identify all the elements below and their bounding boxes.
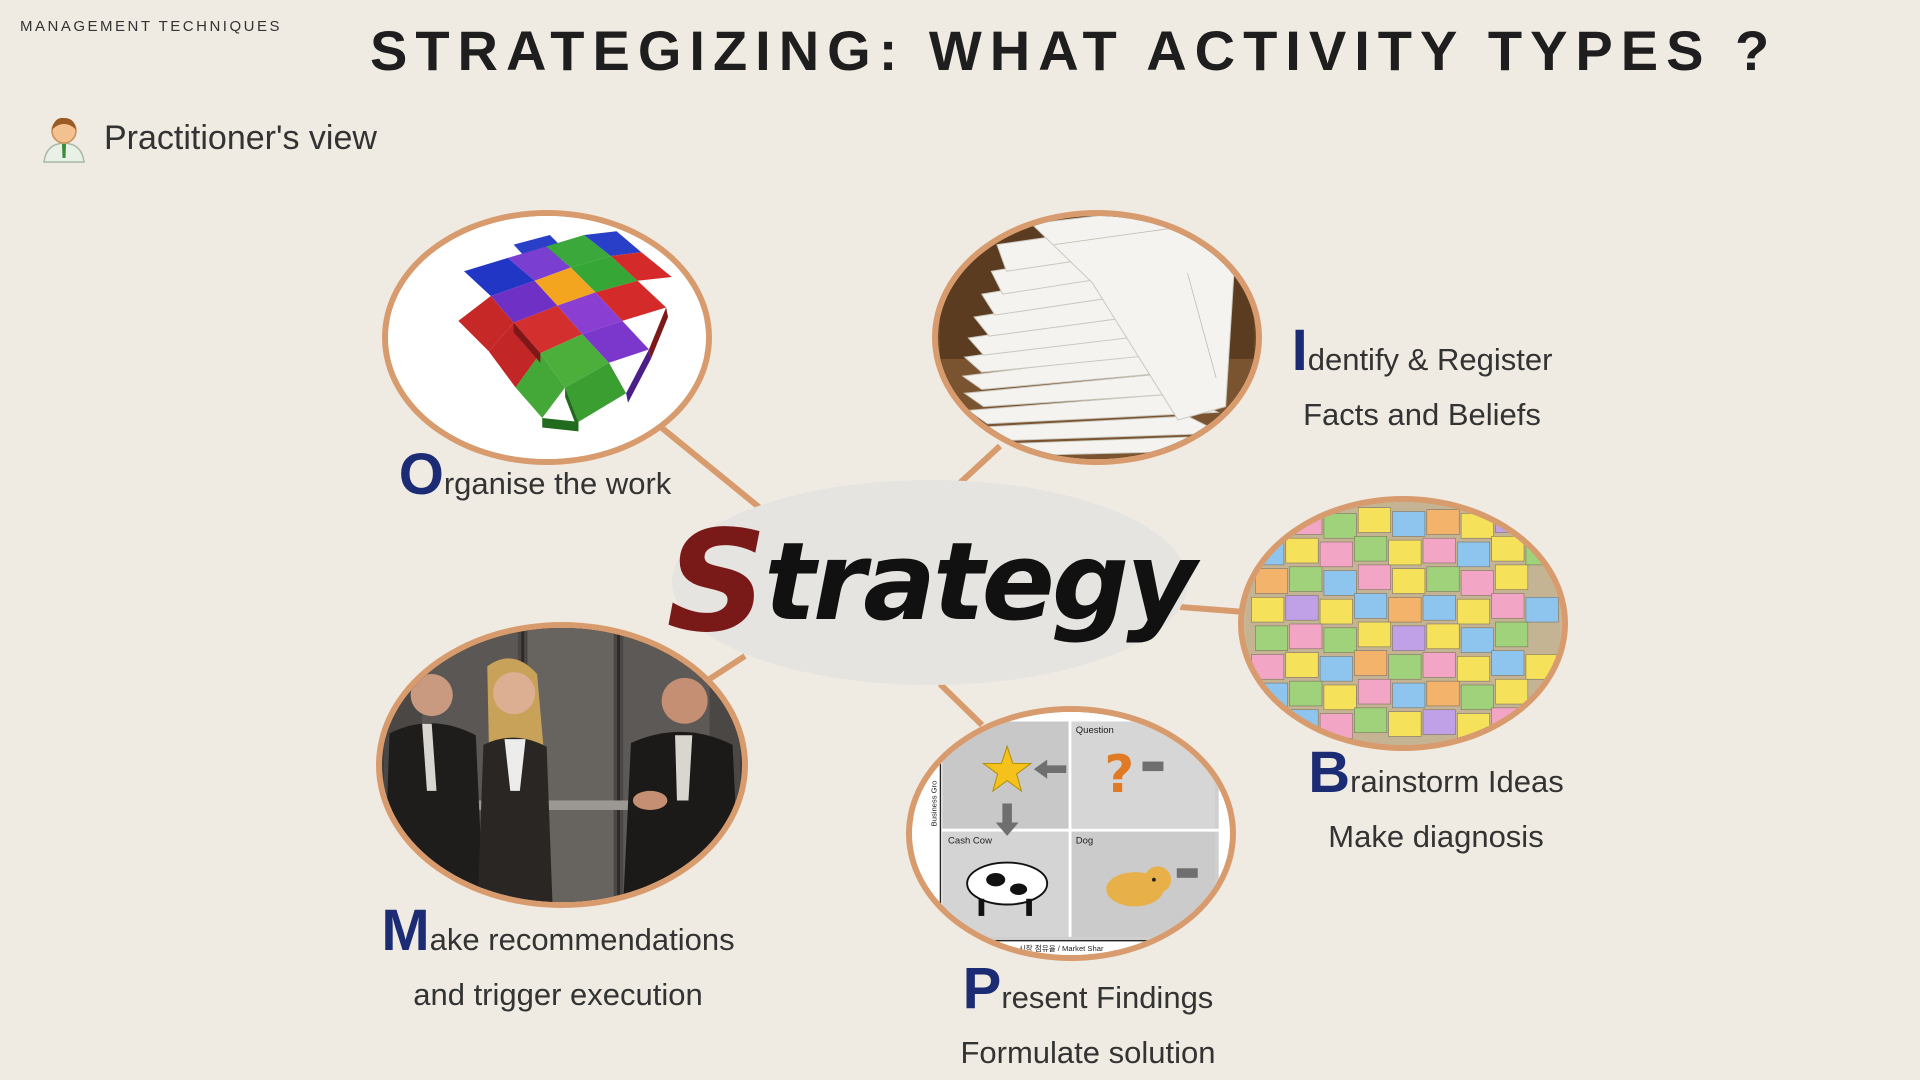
label-make: Make recommendations and trigger executi… [348, 902, 768, 1022]
organise-initial: O [398, 442, 444, 507]
matrix-bottom-label: 시장 점유율 / Market Shar [1019, 943, 1104, 953]
present-line1: resent Findings [1001, 980, 1214, 1015]
make-initial: M [381, 898, 430, 963]
person-icon [43, 117, 85, 163]
practitioner-view: Practitioner's view [38, 110, 377, 166]
label-identify: Identify & Register Facts and Beliefs [1262, 322, 1582, 442]
identify-line2: Facts and Beliefs [1303, 397, 1541, 432]
sticky-notes-image [1238, 496, 1568, 751]
matrix-dog-label: Dog [1076, 836, 1093, 847]
identify-line1: dentify & Register [1307, 342, 1553, 377]
brainstorm-line2: Make diagnosis [1328, 819, 1544, 854]
strategy-rest: trategy [764, 520, 1196, 645]
label-brainstorm: Brainstorm Ideas Make diagnosis [1276, 744, 1596, 864]
label-present: Present Findings Formulate solution [928, 960, 1248, 1080]
slide-title: STRATEGIZING: WHAT ACTIVITY TYPES ? [370, 19, 1778, 82]
matrix-side-label: Business Gro [930, 781, 939, 827]
elevator-pitch-image [376, 622, 748, 908]
present-initial: P [962, 956, 1002, 1021]
organise-line1: rganise the work [443, 466, 672, 501]
identify-initial: I [1291, 318, 1308, 383]
practitioner-label: Practitioner's view [104, 118, 377, 157]
matrix-cash-cow-label: Cash Cow [948, 836, 992, 847]
make-line2: and trigger execution [413, 977, 703, 1012]
bcg-matrix-image: ? Question Cash Cow Dog Business Gro 시장 … [906, 706, 1236, 961]
brainstorm-initial: B [1308, 740, 1351, 805]
present-line2: Formulate solution [960, 1035, 1216, 1070]
svg-text:?: ? [1104, 745, 1134, 805]
label-organise: Organise the work [375, 446, 695, 511]
strategy-first-letter: S [666, 501, 767, 664]
make-line1: ake recommendations [429, 922, 735, 957]
papers-image [932, 210, 1262, 465]
puzzle-image [382, 210, 712, 465]
strategy-ellipse [672, 480, 1188, 685]
brainstorm-line1: rainstorm Ideas [1350, 764, 1564, 799]
matrix-question-label: Question [1076, 725, 1114, 736]
section-label: MANAGEMENT TECHNIQUES [20, 18, 282, 35]
